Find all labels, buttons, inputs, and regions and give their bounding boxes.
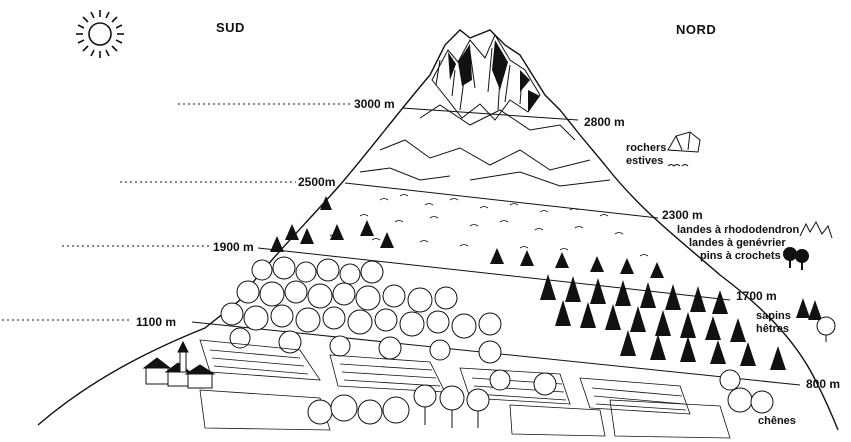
- veg-hetres: hêtres: [756, 323, 790, 335]
- valley-fields: [199, 339, 731, 439]
- mountain-outline: [37, 29, 839, 431]
- altitude-south-3000: 3000 m: [354, 97, 395, 111]
- oak-trees: [307, 369, 774, 428]
- direction-north: NORD: [676, 22, 717, 37]
- rock-icon: [667, 131, 701, 167]
- veg-sapins: sapins: [756, 310, 791, 322]
- altitude-south-1900: 1900 m: [213, 240, 254, 254]
- deciduous-forest: [220, 256, 502, 364]
- rock-shading: [448, 40, 540, 112]
- rhododendron-icon: [799, 220, 833, 239]
- veg-rochers: rochers: [626, 142, 667, 154]
- altitude-north-1700: 1700 m: [736, 289, 777, 303]
- direction-south: SUD: [216, 20, 245, 35]
- veg-chenes: chênes: [758, 415, 796, 427]
- village-icon: [142, 340, 216, 389]
- beech-icon: [816, 316, 836, 342]
- veg-pins: pins à crochets: [700, 250, 781, 262]
- sun-icon: [76, 10, 124, 58]
- altitude-north-800: 800 m: [806, 377, 841, 391]
- altitude-south-1100: 1100 m: [136, 315, 177, 329]
- altitude-leaders: [2, 103, 352, 321]
- alpine-texture: [329, 194, 649, 257]
- veg-rhododendron: landes à rhododendron: [677, 224, 800, 236]
- pine-icon: [783, 247, 809, 270]
- veg-genevrier: landes à genévrier: [689, 237, 786, 249]
- fir-icon: [796, 298, 822, 320]
- summit-rocks: [359, 33, 611, 187]
- altitude-north-2800: 2800 m: [584, 115, 625, 129]
- veg-estives: estives: [626, 155, 664, 167]
- altitude-north-2300: 2300 m: [662, 208, 703, 222]
- subalpine-conifers: [270, 196, 664, 278]
- fir-forest: [540, 274, 786, 370]
- altitude-south-2500: 2500m: [298, 175, 336, 189]
